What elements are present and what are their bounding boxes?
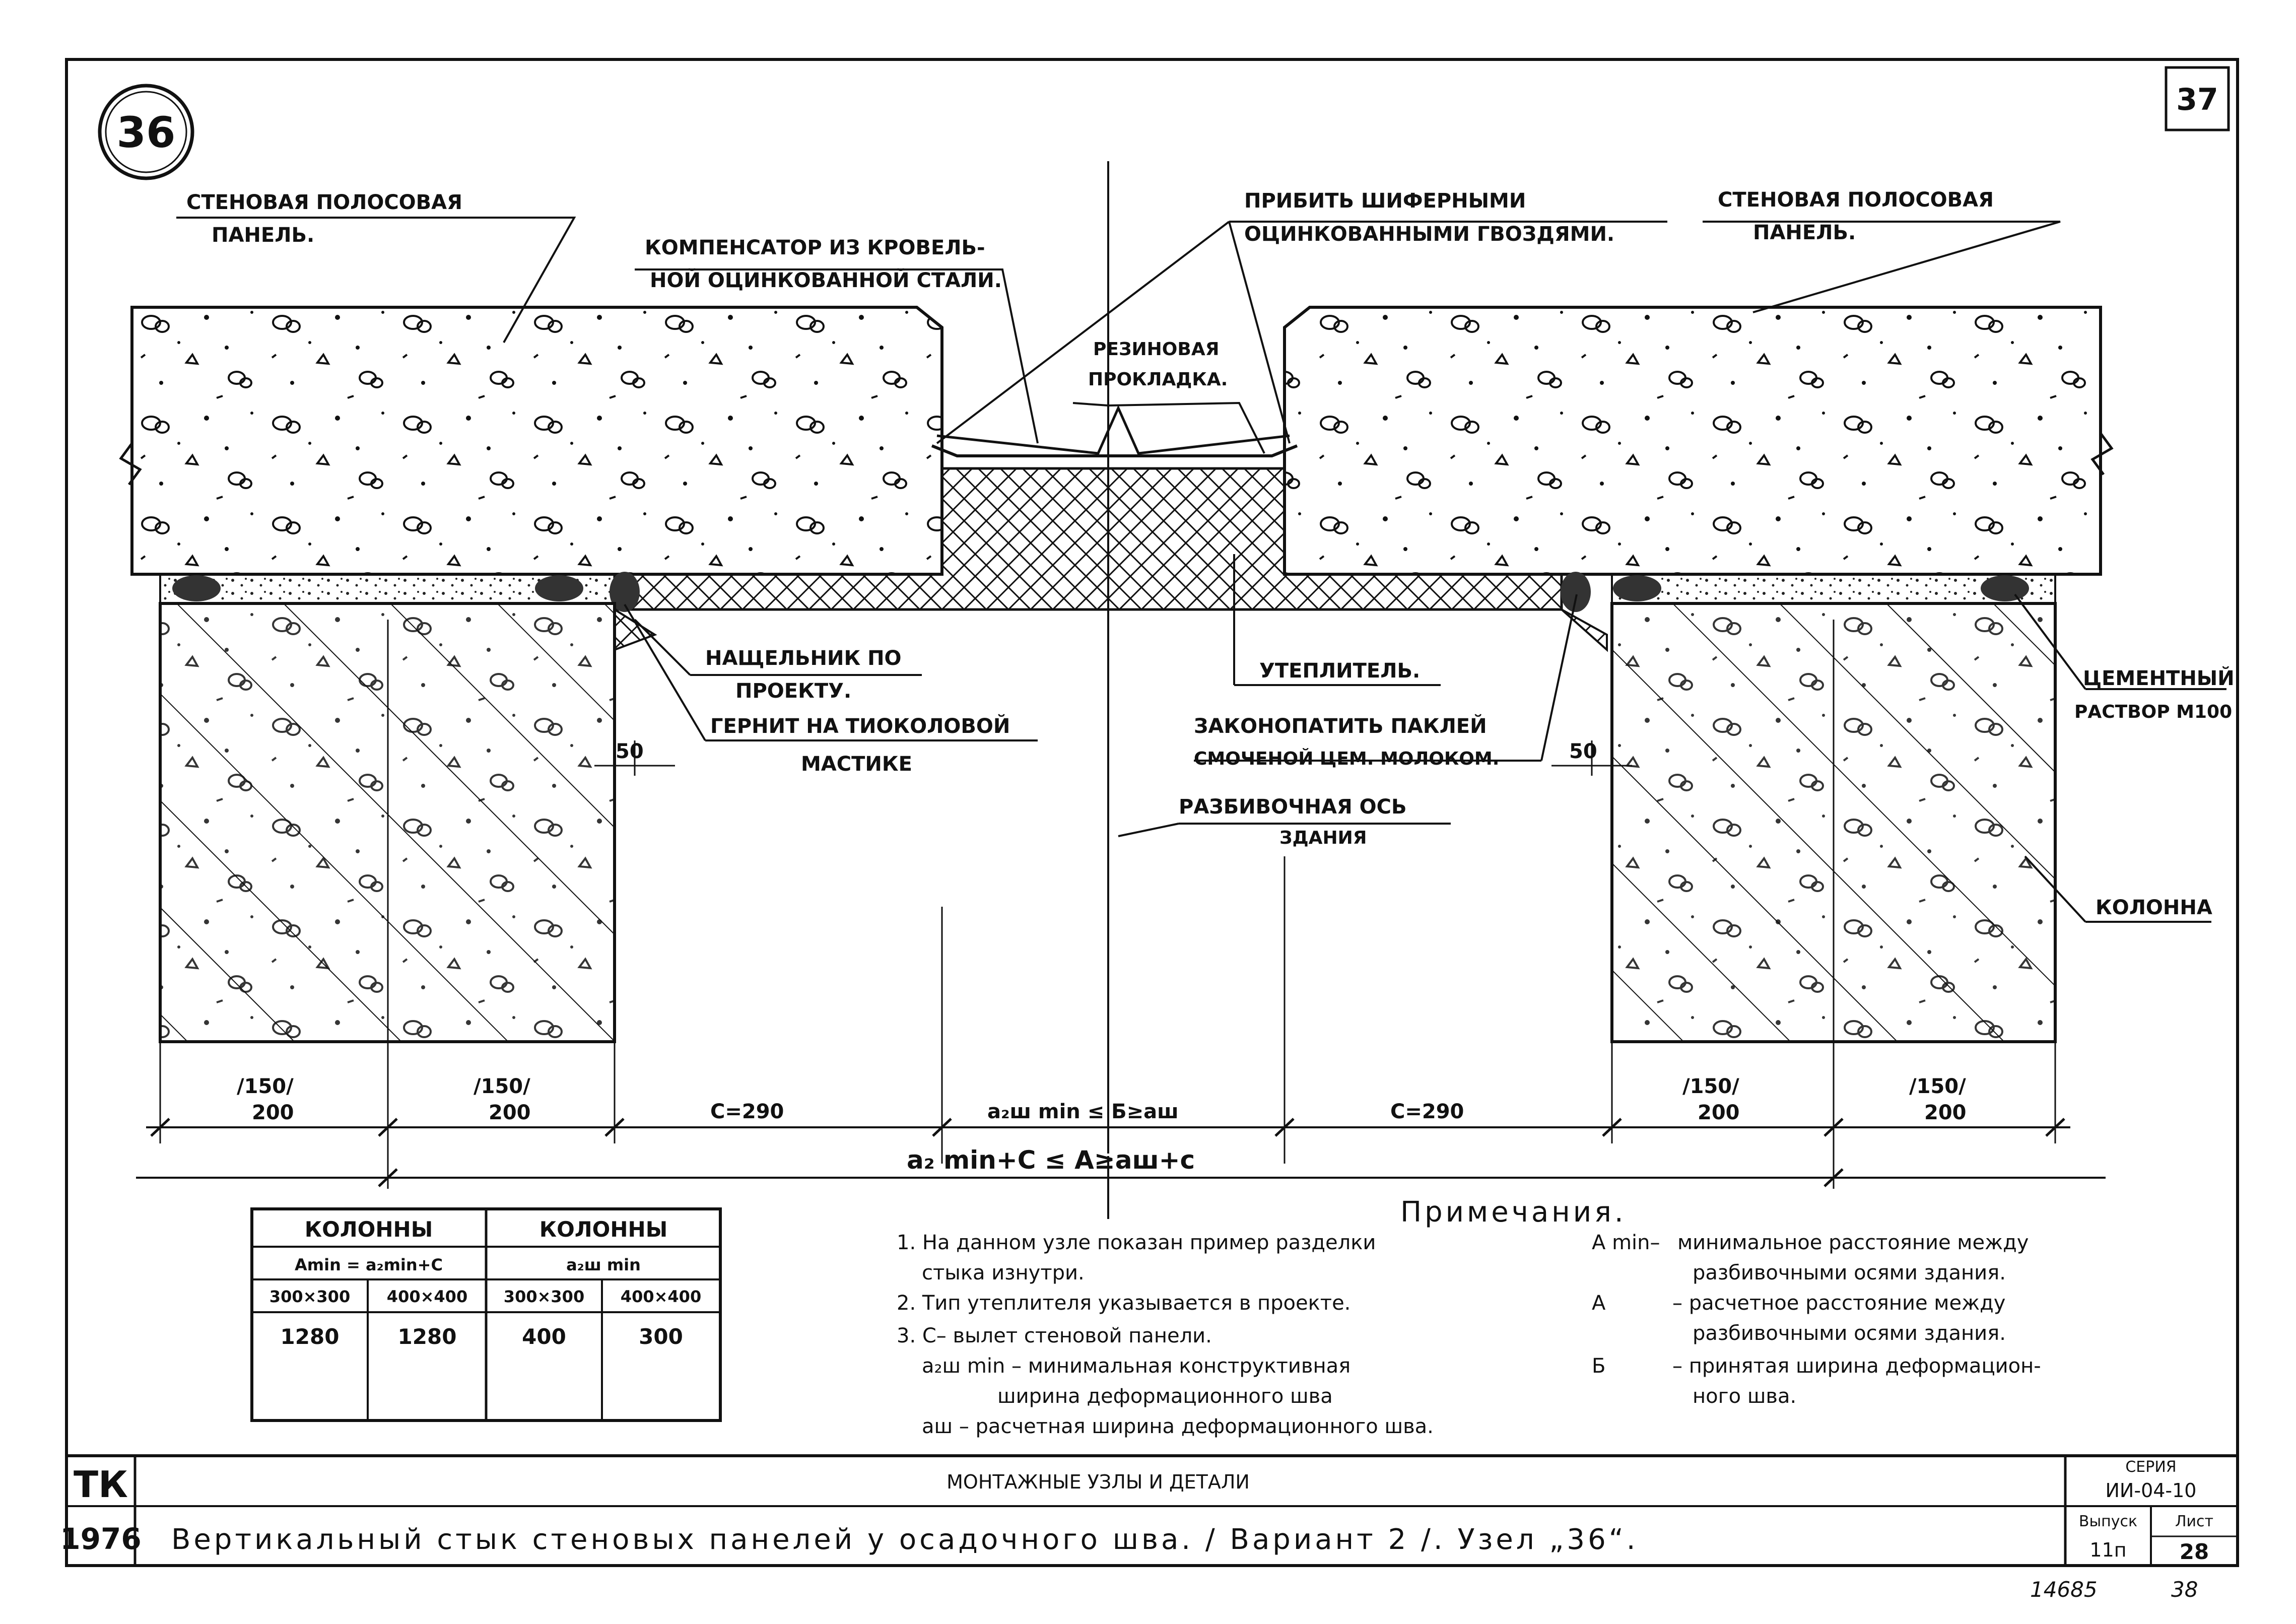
label-cement: ЦЕМЕНТНЫЙ	[2083, 666, 2235, 690]
archive-number: 14685	[2030, 1577, 2098, 1602]
dim-c-right: С=290	[1390, 1100, 1464, 1123]
note-line: ного шва.	[1693, 1385, 1796, 1408]
label-cement-2: РАСТВОР М100	[2074, 702, 2232, 722]
label-caulk: ЗАКОНОПАТИТЬ ПАКЛЕЙ	[1194, 714, 1487, 738]
series-label: СЕРИЯ	[2125, 1458, 2176, 1476]
note-line: минимальное расстояние между	[1677, 1231, 2029, 1254]
table-value: 300	[639, 1324, 683, 1349]
note-line: ширина деформационного шва	[997, 1385, 1333, 1408]
note-key: А min–	[1592, 1231, 1660, 1254]
label-axis: РАЗБИВОЧНАЯ ОСЬ	[1179, 795, 1406, 819]
label-caulk-2: СМОЧЕНОЙ ЦЕМ. МОЛОКОМ.	[1194, 748, 1499, 769]
label-nails-2: ОЦИНКОВАННЫМИ ГВОЗДЯМИ.	[1244, 223, 1614, 246]
compensator-sheet	[931, 444, 1298, 457]
label-compensator: КОМПЕНСАТОР ИЗ КРОВЕЛЬ-	[645, 236, 985, 259]
note-line: 3. С– вылет стеновой панели.	[897, 1324, 1212, 1347]
label-axis-2: ЗДАНИЯ	[1279, 828, 1367, 848]
label-panel-left: СТЕНОВАЯ ПОЛОСОВАЯ	[186, 191, 462, 214]
label-gernit: ГЕРНИТ НА ТИОКОЛОВОЙ	[710, 714, 1010, 738]
note-line: 1. На данном узле показан пример разделк…	[897, 1231, 1376, 1254]
note-line: aш – расчетная ширина деформационного шв…	[922, 1415, 1434, 1438]
table-sub-right: a₂ш min	[566, 1255, 641, 1274]
section-title: МОНТАЖНЫЕ УЗЛЫ И ДЕТАЛИ	[947, 1471, 1250, 1493]
wall-panel-right	[1283, 306, 2102, 576]
dim-col-a-bot: 200	[252, 1101, 294, 1124]
sealant-bead	[172, 575, 221, 601]
node-number-circle	[98, 84, 194, 180]
dim-col-d-top: /150/	[1909, 1075, 1966, 1098]
note-line: – расчетное расстояние между	[1672, 1292, 2005, 1315]
note-line: стыка изнутри.	[922, 1261, 1085, 1284]
rubber-gasket	[936, 404, 1290, 455]
note-line: разбивочными осями здания.	[1693, 1261, 2006, 1284]
table-head-right: КОЛОННЫ	[539, 1217, 667, 1242]
columns-table	[250, 1207, 722, 1422]
dim-col-a-top: /150/	[237, 1075, 294, 1098]
dim-col-b-top: /150/	[474, 1075, 530, 1098]
label-panel-left-2: ПАНЕЛЬ.	[212, 224, 314, 247]
table-value: 1280	[398, 1324, 457, 1349]
label-gernit-2: МАСТИКЕ	[801, 753, 912, 776]
table-size: 300×300	[504, 1287, 584, 1306]
dim-c-left: С=290	[710, 1100, 784, 1123]
note-line: 2. Тип утеплителя указывается в проекте.	[897, 1292, 1350, 1315]
dim-50-left: 50	[616, 740, 644, 763]
note-key: А	[1592, 1292, 1606, 1315]
notes-heading: Примечания.	[1400, 1196, 1627, 1229]
table-value: 400	[522, 1324, 566, 1349]
label-nashchelnik-2: ПРОЕКТУ.	[735, 680, 851, 703]
title-block	[66, 1454, 2238, 1566]
table-value: 1280	[281, 1324, 340, 1349]
note-line: разбивочными осями здания.	[1693, 1322, 2006, 1345]
dim-col-c-bot: 200	[1698, 1101, 1740, 1124]
label-panel-right-2: ПАНЕЛЬ.	[1753, 221, 1856, 244]
label-panel-right: СТЕНОВАЯ ПОЛОСОВАЯ	[1718, 188, 1994, 212]
label-column: КОЛОННА	[2096, 896, 2212, 919]
dim-50-right: 50	[1569, 740, 1597, 763]
label-insulation: УТЕПЛИТЕЛЬ.	[1259, 659, 1420, 683]
label-rubber-gasket: РЕЗИНОВАЯ	[1093, 339, 1219, 360]
dim-col-c-top: /150/	[1682, 1075, 1739, 1098]
table-size: 300×300	[269, 1287, 350, 1306]
table-head-left: КОЛОННЫ	[305, 1217, 433, 1242]
note-line: – принятая ширина деформацион-	[1672, 1355, 2041, 1378]
note-key: Б	[1592, 1355, 1605, 1378]
dim-center: a₂ш min ≤ Б≥aш	[987, 1100, 1179, 1123]
issue-number: 11п	[2089, 1539, 2126, 1561]
sheet-frame	[65, 58, 2239, 1567]
year: 1976	[60, 1522, 141, 1556]
label-rubber-gasket-2: ПРОКЛАДКА.	[1088, 369, 1228, 390]
series-number: ИИ-04-10	[2106, 1479, 2197, 1502]
label-compensator-2: НОЙ ОЦИНКОВАННОЙ СТАЛИ.	[650, 268, 1002, 292]
label-nashchelnik: НАЩЕЛЬНИК ПО	[705, 647, 902, 670]
sheet-label: Лист	[2175, 1513, 2213, 1530]
dim-col-d-bot: 200	[1924, 1101, 1967, 1124]
page-mark: 38	[2171, 1577, 2198, 1602]
table-size: 400×400	[621, 1287, 701, 1306]
sheet-number-box	[2165, 66, 2230, 131]
dim-overall: a₂ min+C ≤ A≥aш+c	[907, 1145, 1195, 1175]
table-size: 400×400	[387, 1287, 467, 1306]
dim-col-b-bot: 200	[489, 1101, 531, 1124]
table-sub-left: Amin = a₂min+C	[295, 1255, 443, 1274]
drawing-title: Вертикальный стык стеновых панелей у оса…	[171, 1523, 1639, 1556]
note-line: a₂ш min – минимальная конструктивная	[922, 1355, 1350, 1378]
node-number: 36	[117, 108, 176, 157]
org-mark: ТК	[74, 1463, 128, 1506]
issue-label: Выпуск	[2079, 1513, 2137, 1530]
sheet-number: 37	[2176, 82, 2218, 117]
sheet-value: 28	[2180, 1539, 2209, 1564]
label-nails: ПРИБИТЬ ШИФЕРНЫМИ	[1244, 189, 1526, 213]
wall-panel-left	[130, 306, 943, 576]
